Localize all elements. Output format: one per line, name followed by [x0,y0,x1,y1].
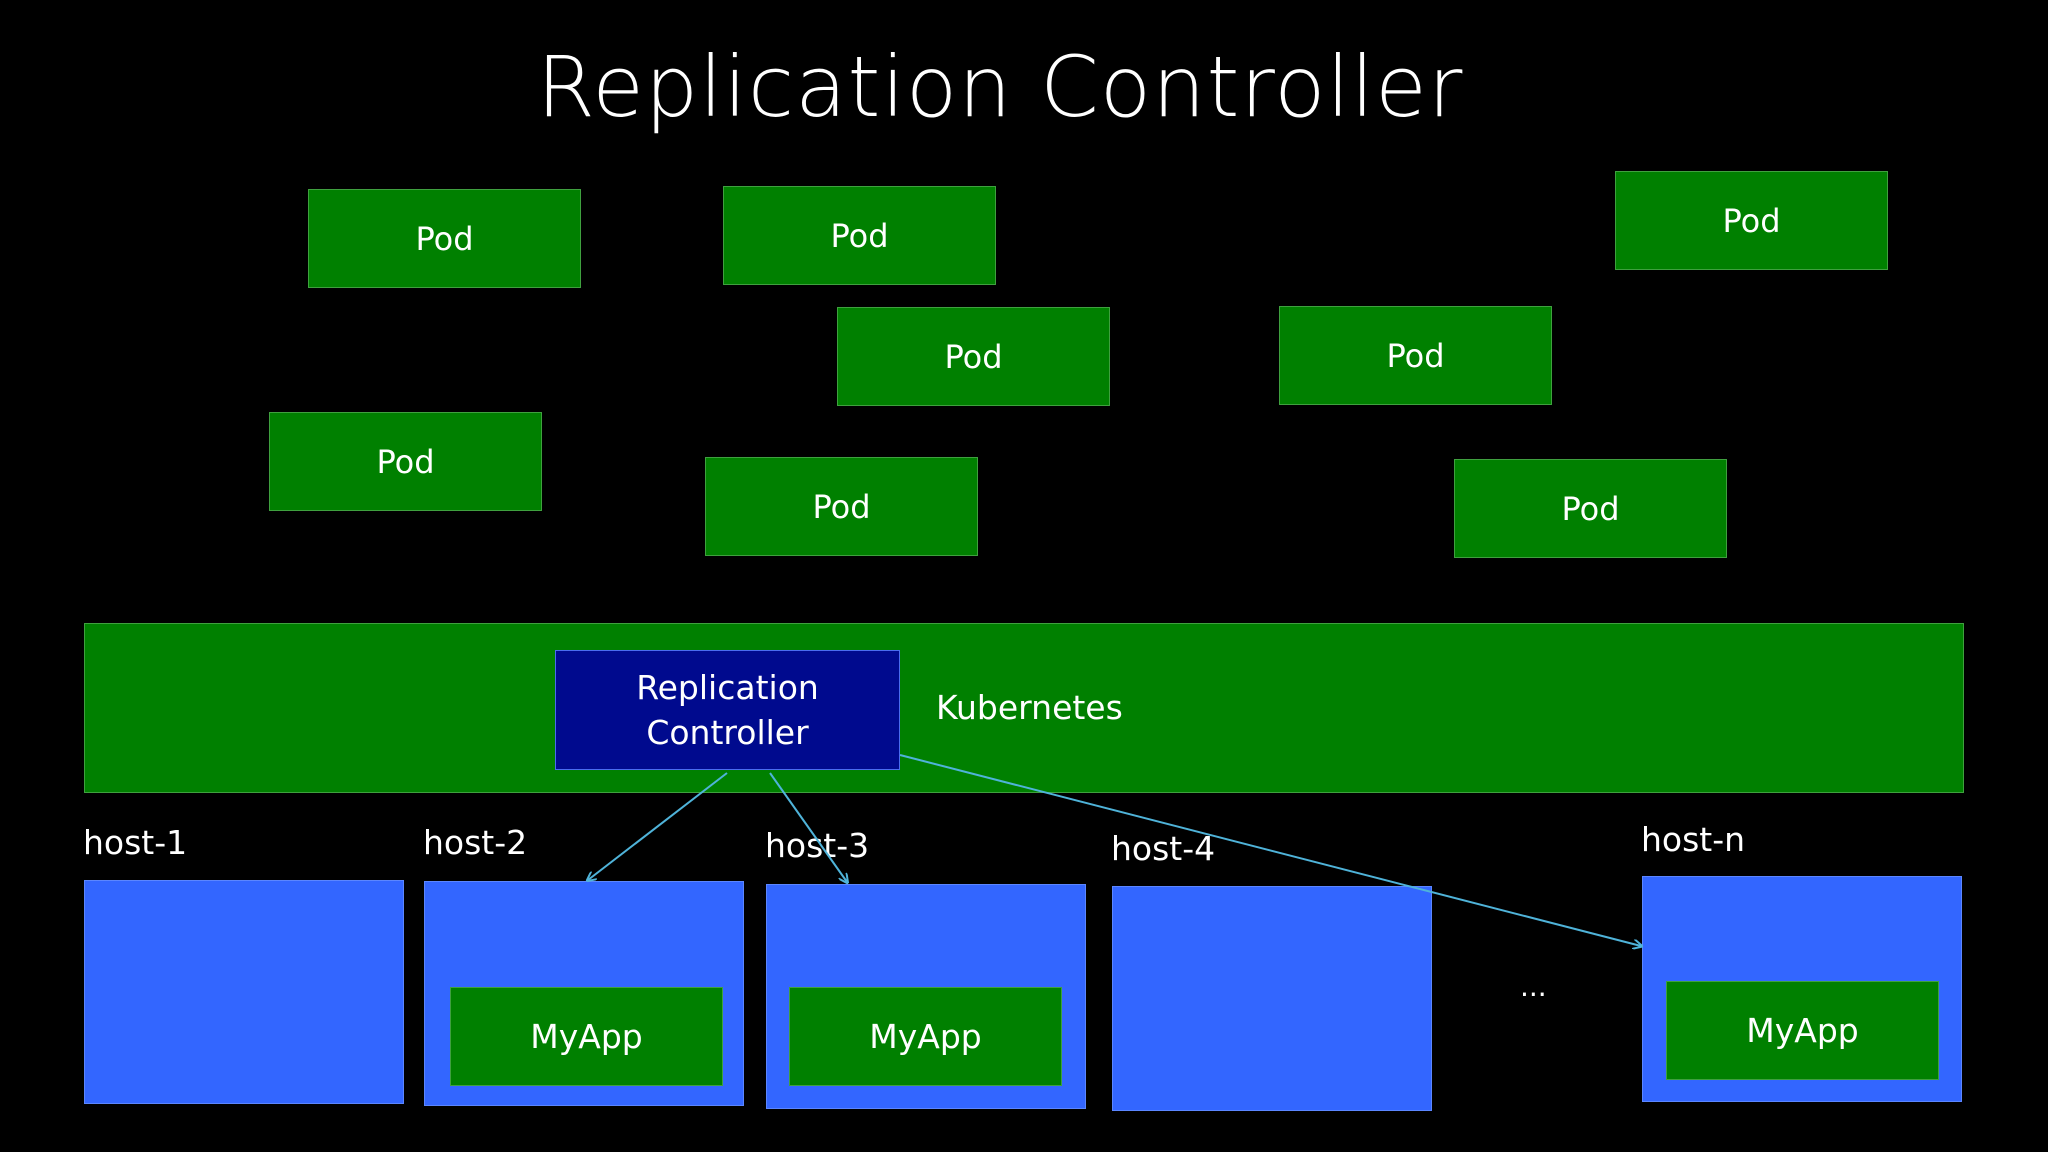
pod: Pod [1279,306,1552,405]
pod-label: Pod [944,337,1003,376]
myapp-label: MyApp [530,1017,643,1056]
host-label: host-4 [1111,829,1216,868]
pod-label: Pod [376,442,435,481]
pod-label: Pod [1386,336,1445,375]
host-label: host-n [1641,820,1746,859]
replication-controller-box: Replication Controller [555,650,900,770]
pod: Pod [308,189,581,288]
myapp-pod: MyApp [1666,981,1939,1080]
pod: Pod [1615,171,1888,270]
host-label: host-1 [83,823,188,862]
pod: Pod [723,186,996,285]
pod: Pod [269,412,542,511]
pod-label: Pod [1722,201,1781,240]
host-label: host-2 [423,823,528,862]
replication-controller-label-line1: Replication [636,668,819,707]
host-node [1112,886,1432,1111]
pod-label: Pod [415,219,474,258]
page-title: Replication Controller [536,38,1464,136]
myapp-pod: MyApp [450,987,723,1086]
pod-label: Pod [830,216,889,255]
host-node [84,880,404,1104]
myapp-pod: MyApp [789,987,1062,1086]
pod: Pod [705,457,978,556]
myapp-label: MyApp [1746,1011,1859,1050]
myapp-label: MyApp [869,1017,982,1056]
host-label: host-3 [765,826,870,865]
kubernetes-label: Kubernetes [936,688,1123,727]
pod-label: Pod [812,487,871,526]
pod-label: Pod [1561,489,1620,528]
pod: Pod [1454,459,1727,558]
replication-controller-label-line2: Controller [646,713,809,752]
pod: Pod [837,307,1110,406]
more-hosts-ellipsis: ... [1520,970,1547,1003]
